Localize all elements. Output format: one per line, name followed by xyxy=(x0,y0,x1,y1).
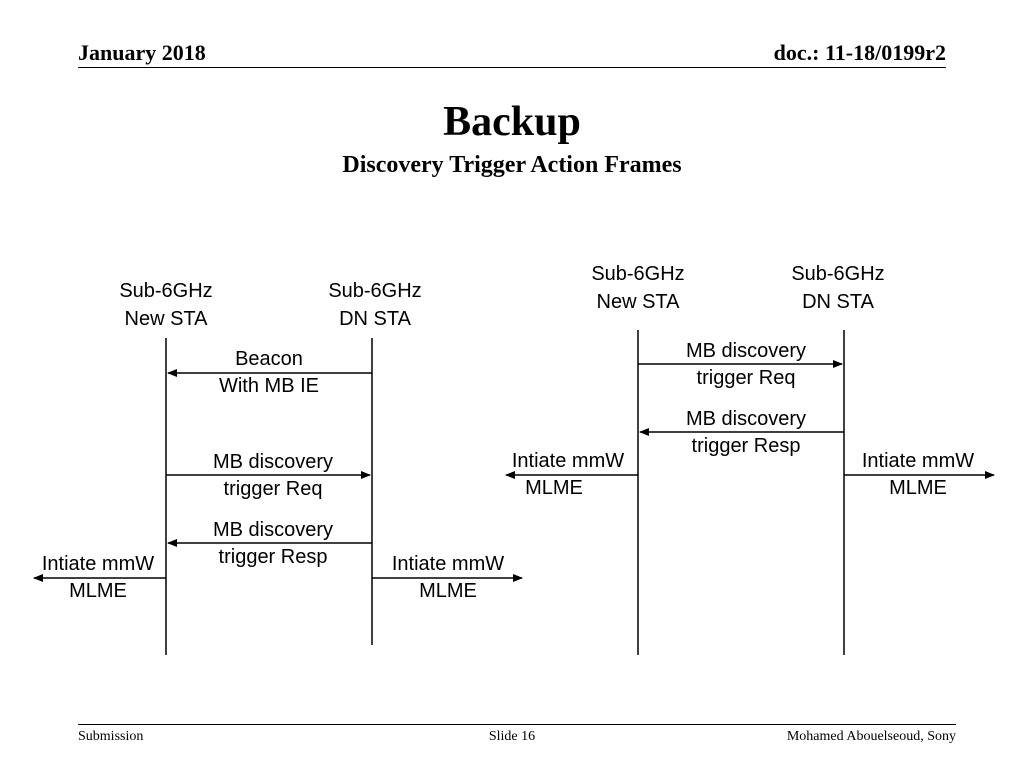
right-new-sta-label-line1: Sub-6GHz xyxy=(591,263,684,285)
left-beacon-label-line2: With MB IE xyxy=(219,375,319,397)
slide-title: Backup xyxy=(443,99,581,145)
left-req-label-line1: MB discovery xyxy=(213,451,333,473)
left-mlme-right-label-line2: MLME xyxy=(419,580,477,602)
right-dn-sta-label-line2: DN STA xyxy=(802,291,875,313)
left-beacon-label-line1: Beacon xyxy=(235,348,303,370)
right-resp-label-line1: MB discovery xyxy=(686,408,806,430)
left-flow: Sub-6GHz New STA Sub-6GHz DN STA Beacon … xyxy=(33,280,523,655)
footer-submission: Submission xyxy=(78,729,144,744)
left-mlme-left-label-line2: MLME xyxy=(69,580,127,602)
footer-divider xyxy=(78,724,956,725)
left-mlme-left-label-line1: Intiate mmW xyxy=(42,553,154,575)
right-mlme-right-label-line1: Intiate mmW xyxy=(862,450,974,472)
right-mlme-left-label-line1: Intiate mmW xyxy=(512,450,624,472)
left-new-sta-label-line1: Sub-6GHz xyxy=(119,280,212,302)
left-dn-sta-label-line2: DN STA xyxy=(339,308,412,330)
left-dn-sta-label-line1: Sub-6GHz xyxy=(328,280,421,302)
left-mlme-right-label-line1: Intiate mmW xyxy=(392,553,504,575)
right-flow: Sub-6GHz New STA Sub-6GHz DN STA MB disc… xyxy=(505,263,995,655)
right-resp-label-line2: trigger Resp xyxy=(692,435,801,457)
header-doc-number: doc.: 11-18/0199r2 xyxy=(773,40,946,65)
left-req-label-line2: trigger Req xyxy=(224,478,323,500)
right-mlme-right-label-line2: MLME xyxy=(889,477,947,499)
right-mlme-left-label-line2: MLME xyxy=(525,477,583,499)
header-divider xyxy=(78,67,946,68)
right-dn-sta-label-line1: Sub-6GHz xyxy=(791,263,884,285)
left-resp-label-line1: MB discovery xyxy=(213,519,333,541)
right-req-label-line1: MB discovery xyxy=(686,340,806,362)
slide-subtitle: Discovery Trigger Action Frames xyxy=(342,152,682,178)
right-req-label-line2: trigger Req xyxy=(697,367,796,389)
footer-author: Mohamed Abouelseoud, Sony xyxy=(786,729,956,744)
header-date: January 2018 xyxy=(78,40,206,65)
footer-slide-number: Slide 16 xyxy=(488,729,536,744)
left-new-sta-label-line2: New STA xyxy=(125,308,209,330)
left-resp-label-line2: trigger Resp xyxy=(219,546,328,568)
right-new-sta-label-line2: New STA xyxy=(597,291,681,313)
